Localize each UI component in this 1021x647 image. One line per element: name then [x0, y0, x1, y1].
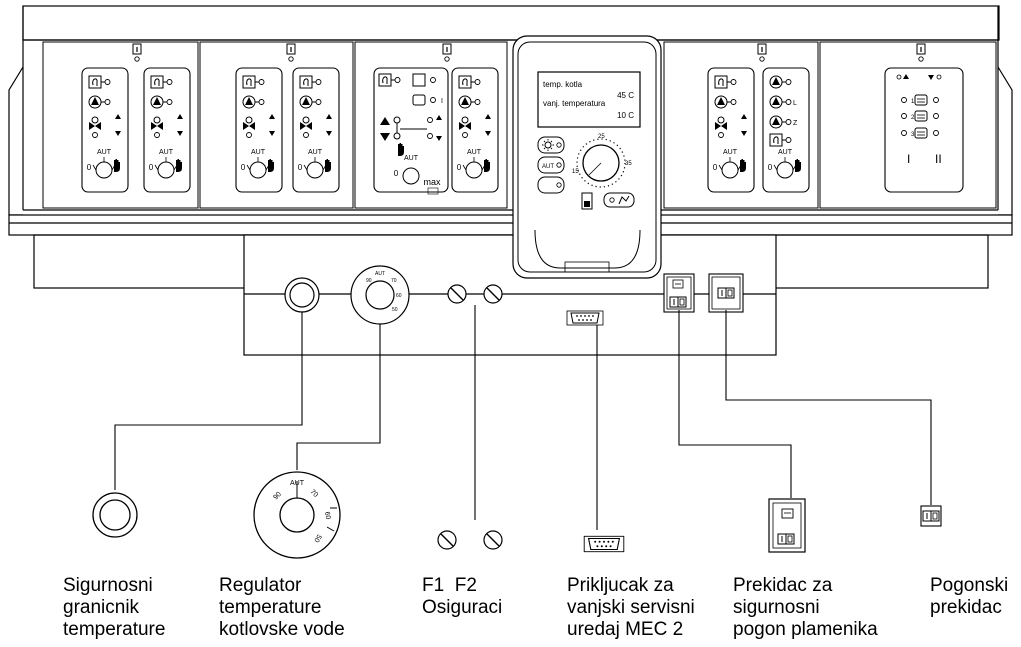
module-heating-circuit-2	[236, 68, 339, 192]
svg-text:60: 60	[396, 293, 402, 299]
svg-text:Z: Z	[793, 120, 798, 127]
module-hot-water: I AUT 0 max	[373, 67, 498, 195]
svg-text:AUT: AUT	[290, 480, 305, 487]
svg-text:L: L	[793, 100, 797, 107]
serial-port-icon	[583, 535, 625, 553]
service-button[interactable]	[603, 192, 635, 208]
display-line-3: vanj. temperatura	[543, 99, 606, 108]
svg-text:90: 90	[272, 491, 283, 502]
svg-text:II: II	[935, 152, 942, 166]
display-line-1: temp. kotla	[543, 80, 583, 89]
sun-icon	[544, 141, 552, 149]
svg-text:60: 60	[323, 511, 331, 520]
svg-text:0: 0	[394, 169, 399, 178]
svg-text:AUT: AUT	[542, 164, 554, 170]
fuse-icon	[437, 530, 457, 550]
svg-text:I: I	[441, 98, 443, 105]
moon-button[interactable]	[537, 176, 565, 194]
svg-text:70: 70	[391, 278, 397, 284]
info-icon[interactable]	[132, 43, 142, 62]
svg-text:90: 90	[366, 278, 372, 284]
stb-detail-icon	[92, 492, 138, 538]
caption-main-switch: Pogonski prekidac	[930, 575, 1009, 618]
lcd-display	[537, 71, 641, 128]
cabinet	[8, 5, 1013, 356]
burner-safety-switch[interactable]	[663, 273, 695, 313]
burner-safety-switch-detail	[768, 498, 806, 553]
info-icon[interactable]	[757, 43, 767, 62]
info-icon[interactable]	[286, 43, 296, 62]
info-icon[interactable]	[442, 43, 452, 62]
fuse-icon	[483, 530, 503, 550]
boiler-temperature-panel-knob[interactable]: AUT 90 70 60 50	[350, 265, 410, 325]
svg-text:1: 1	[911, 99, 915, 105]
main-power-switch[interactable]	[708, 273, 744, 313]
module-heating-circuit-1	[82, 68, 190, 192]
caption-fuses: F1 F2 Osiguraci	[422, 575, 503, 618]
svg-text:3: 3	[911, 132, 915, 138]
svg-text:35: 35	[625, 161, 632, 167]
info-icon[interactable]	[916, 43, 926, 62]
svg-text:70: 70	[309, 488, 320, 499]
fuse-icon[interactable]	[483, 284, 503, 304]
caption-stb: Sigurnosni granicnik temperature	[63, 575, 166, 640]
stb-panel-knob[interactable]	[284, 277, 320, 313]
leader-lines	[114, 305, 932, 530]
main-power-switch-detail	[920, 505, 942, 527]
svg-text:50: 50	[312, 533, 322, 543]
svg-text:max: max	[423, 177, 441, 187]
module-burner-stages: 1 2 3 I II	[884, 67, 964, 193]
svg-text:I: I	[907, 152, 910, 166]
svg-text:AUT: AUT	[375, 271, 385, 277]
aut-button[interactable]: AUT	[537, 156, 565, 174]
boiler-temperature-detail-icon: AUT 90 70 60 50	[253, 471, 341, 559]
central-controller: temp. kotla 45 C vanj. temperatura 10 C …	[512, 35, 662, 279]
display-line-4: 10 C	[617, 111, 634, 120]
caption-service-port: Prikljucak za vanjski servisni uredaj ME…	[567, 575, 695, 640]
svg-text:15: 15	[572, 169, 579, 175]
svg-text:50: 50	[392, 307, 398, 313]
svg-text:2: 2	[911, 115, 915, 121]
svg-text:25: 25	[598, 134, 605, 140]
room-temperature-dial[interactable]: 15 25 35	[572, 134, 632, 188]
display-line-2: 45 C	[617, 91, 634, 100]
sun-button[interactable]	[537, 136, 565, 154]
module-frames	[42, 41, 997, 209]
caption-burner-switch: Prekidac za sigurnosni pogon plamenika	[733, 575, 878, 640]
caption-regulator: Regulator temperature kotlovske vode	[219, 575, 345, 640]
svg-text:AUT: AUT	[404, 155, 419, 162]
module-heating-circuit-3: L Z	[708, 67, 810, 193]
fuse-icon[interactable]	[447, 284, 467, 304]
